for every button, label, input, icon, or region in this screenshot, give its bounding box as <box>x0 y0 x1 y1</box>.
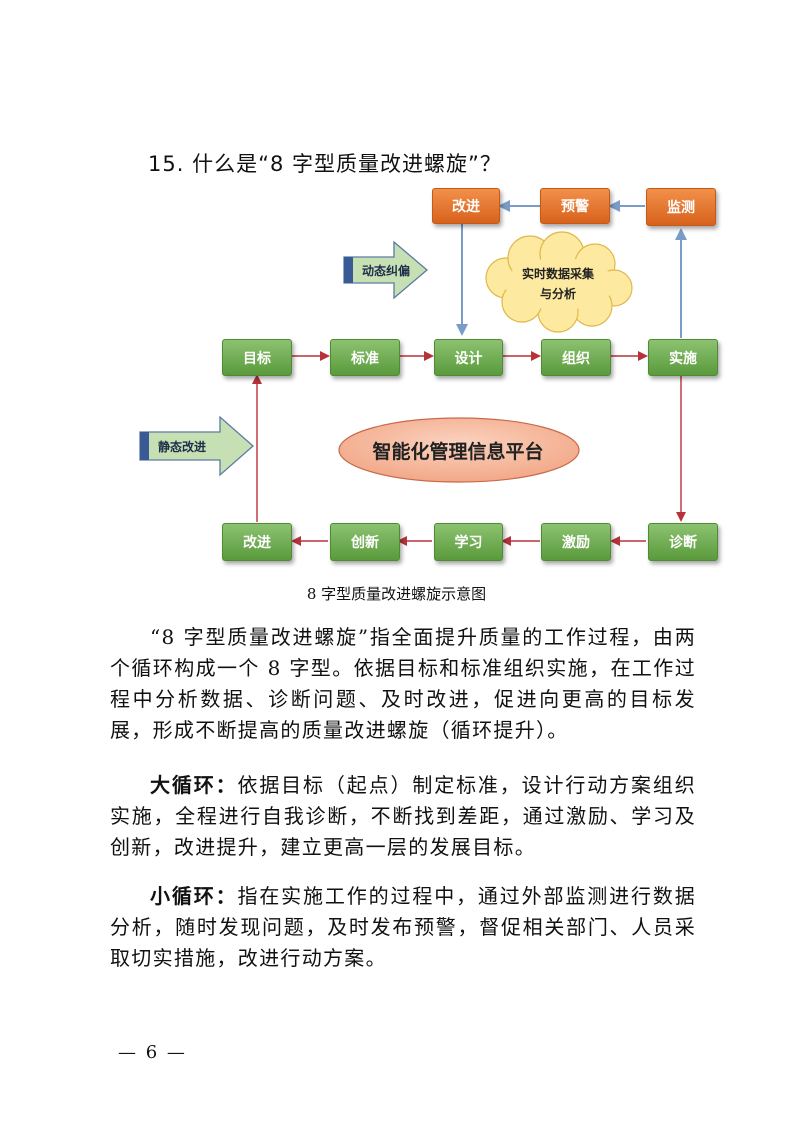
node-bottom-gaijin: 改进 <box>222 523 292 561</box>
node-top-gaijin: 改进 <box>432 188 500 224</box>
node-yujing: 预警 <box>540 188 610 224</box>
small-cycle-paragraph: 小循环：指在实施工作的过程中，通过外部监测进行数据分析，随时发现问题，及时发布预… <box>110 881 696 974</box>
node-mubiao: 目标 <box>222 339 292 376</box>
node-xuexi: 学习 <box>434 523 503 561</box>
big-cycle-paragraph: 大循环：依据目标（起点）制定标准，设计行动方案组织实施，全程进行自我诊断，不断找… <box>110 770 696 863</box>
node-chuangxin: 创新 <box>330 523 400 561</box>
small-cycle-label: 小循环： <box>150 884 238 908</box>
dynamic-correction-label: 动态纠偏 <box>362 264 411 278</box>
platform-ellipse <box>338 417 580 483</box>
cloud-label-line1: 实时数据采集 <box>521 267 594 281</box>
page-number: — 6 — <box>118 1042 187 1063</box>
cloud-label-line2: 与分析 <box>539 287 576 301</box>
cloud-label: 实时数据采集 与分析 <box>500 264 616 304</box>
dynamic-block-arrow <box>343 240 429 300</box>
small-cycle-text: 指在实施工作的过程中，通过外部监测进行数据分析，随时发现问题，及时发布预警，督促… <box>110 884 696 970</box>
figure-caption: 8 字型质量改进螺旋示意图 <box>306 585 487 603</box>
intro-paragraph: “8 字型质量改进螺旋”指全面提升质量的工作过程，由两个循环构成一个 8 字型。… <box>110 625 696 742</box>
section-heading: 15. 什么是“8 字型质量改进螺旋”？ <box>148 152 502 176</box>
spiral-diagram <box>139 200 687 546</box>
node-zuzhi: 组织 <box>541 339 611 376</box>
cloud-shape <box>485 231 633 333</box>
node-sheji: 设计 <box>434 339 503 376</box>
static-block-arrow <box>139 415 254 477</box>
node-jiance: 监测 <box>646 188 716 226</box>
node-biaozhun: 标准 <box>330 339 400 376</box>
platform-label: 智能化管理信息平台 <box>372 440 544 463</box>
big-cycle-label: 大循环： <box>150 773 238 797</box>
node-zhenduan: 诊断 <box>648 523 718 561</box>
big-cycle-text: 依据目标（起点）制定标准，设计行动方案组织实施，全程进行自我诊断，不断找到差距，… <box>110 773 696 859</box>
static-improvement-label: 静态改进 <box>158 440 207 454</box>
node-shishi: 实施 <box>648 339 718 376</box>
node-jili: 激励 <box>541 523 611 561</box>
